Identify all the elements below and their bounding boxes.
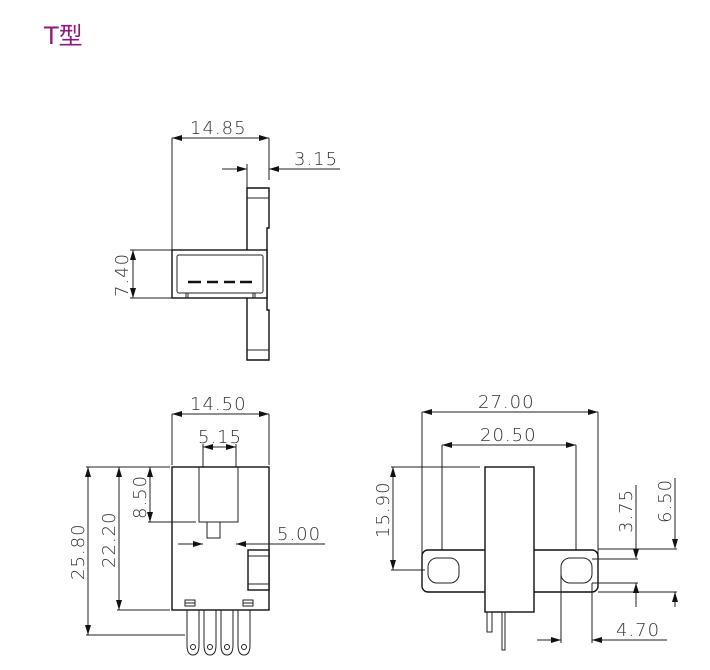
side-view: 27.00 20.50 15.90 3.75 6.50 4.70 bbox=[373, 392, 678, 651]
dim-side-hole-len: 4.70 bbox=[616, 620, 660, 641]
dim-front-width: 14.50 bbox=[190, 394, 247, 415]
pins bbox=[186, 610, 251, 656]
sensor-side-body bbox=[484, 466, 535, 613]
dim-side-hole-dia: 3.75 bbox=[616, 489, 637, 533]
dim-side-hole-pitch: 20.50 bbox=[480, 425, 537, 446]
dim-front-slot-depth: 8.50 bbox=[130, 475, 151, 519]
top-view: 14.85 3.15 7.40 bbox=[112, 118, 340, 361]
dim-side-hole-height: 15.90 bbox=[373, 481, 394, 538]
mounting-hole-left bbox=[427, 557, 460, 584]
dim-top-width: 14.85 bbox=[190, 118, 247, 139]
connector-body bbox=[171, 249, 268, 299]
dim-side-flange: 6.50 bbox=[655, 479, 676, 523]
dim-top-bracket: 3.15 bbox=[294, 149, 338, 170]
page-title: T型 bbox=[44, 22, 83, 50]
dim-side-total-width: 27.00 bbox=[478, 392, 535, 413]
front-view: 14.50 5.15 5.00 8.50 22.20 25.80 bbox=[68, 394, 325, 656]
dim-front-body-height: 22.20 bbox=[99, 511, 120, 568]
dim-front-total-height: 25.80 bbox=[68, 523, 89, 580]
dim-top-height: 7.40 bbox=[112, 253, 133, 297]
dim-front-slot-inner: 5.00 bbox=[277, 524, 321, 545]
dim-front-slot: 5.15 bbox=[198, 427, 242, 448]
